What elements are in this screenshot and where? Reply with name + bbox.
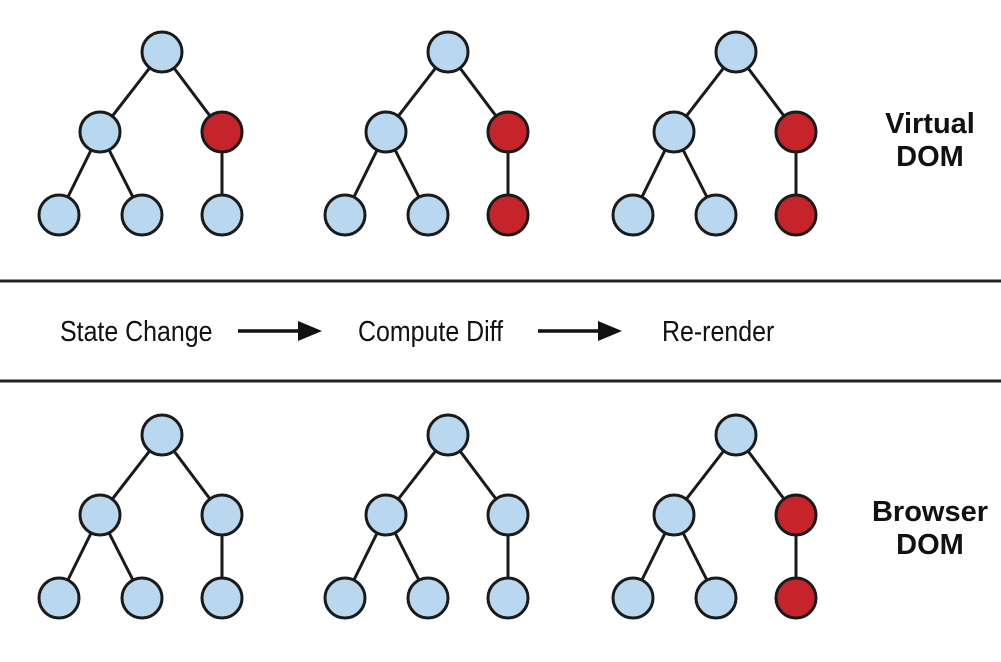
tree-node [140, 413, 184, 457]
tree-node [323, 193, 367, 237]
tree-node-changed [486, 193, 530, 237]
browser-tree-1 [37, 413, 244, 620]
tree-node [406, 193, 450, 237]
browser-tree-2 [323, 413, 530, 620]
virtual-dom-label-line2: DOM [896, 141, 964, 173]
tree-node [652, 493, 696, 537]
tree-node [426, 30, 470, 74]
step-compute-diff: Compute Diff [358, 316, 504, 348]
step-state-change: State Change [60, 316, 213, 348]
tree-node [200, 493, 244, 537]
tree-node [78, 110, 122, 154]
tree-node [200, 193, 244, 237]
browser-dom-label: Browser DOM [860, 496, 1000, 562]
virtual-tree-1 [37, 30, 244, 237]
trees-layer [37, 30, 818, 620]
tree-node [611, 193, 655, 237]
tree-node-changed [774, 493, 818, 537]
tree-node [426, 413, 470, 457]
tree-node-changed [774, 576, 818, 620]
virtual-tree-3 [611, 30, 818, 237]
tree-node [140, 30, 184, 74]
tree-node [611, 576, 655, 620]
virtual-dom-label: Virtual DOM [860, 108, 1000, 174]
tree-node [406, 576, 450, 620]
tree-node [694, 193, 738, 237]
tree-node [37, 193, 81, 237]
arrow-1-head [298, 321, 322, 341]
tree-node-changed [774, 110, 818, 154]
tree-node [652, 110, 696, 154]
tree-node [364, 493, 408, 537]
tree-node [37, 576, 81, 620]
virtual-dom-label-line1: Virtual [885, 108, 975, 140]
tree-node [714, 413, 758, 457]
tree-node [486, 493, 530, 537]
tree-node [323, 576, 367, 620]
virtual-tree-2 [323, 30, 530, 237]
tree-node [364, 110, 408, 154]
tree-node [120, 193, 164, 237]
tree-node [200, 576, 244, 620]
browser-dom-label-line1: Browser [871, 496, 989, 528]
tree-node [120, 576, 164, 620]
tree-node-changed [774, 193, 818, 237]
tree-node [78, 493, 122, 537]
tree-node-changed [200, 110, 244, 154]
tree-node [694, 576, 738, 620]
tree-node [714, 30, 758, 74]
arrow-2-head [598, 321, 622, 341]
step-re-render: Re-render [662, 316, 775, 348]
tree-node [486, 576, 530, 620]
tree-node-changed [486, 110, 530, 154]
browser-dom-label-line2: DOM [896, 529, 964, 561]
browser-tree-3 [611, 413, 818, 620]
